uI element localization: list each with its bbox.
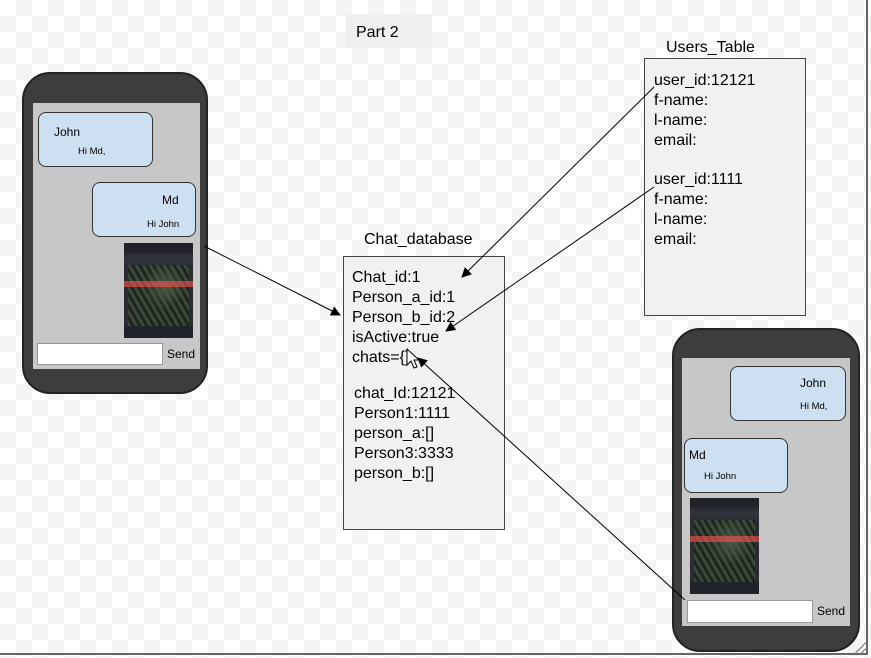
user-record-1-email: email:	[654, 132, 697, 149]
arrow-phone-right-to-chats[interactable]	[417, 357, 686, 601]
phone-left-bubble-md[interactable]: Md Hi John	[92, 182, 196, 237]
cursor-icon	[406, 347, 421, 369]
bubble-sender-name: Md	[162, 193, 179, 207]
user-record-2-id: user_id:1111	[654, 171, 743, 188]
user-record-2-lname: l-name:	[654, 211, 708, 228]
chat-field-person-b-list: person_b:[]	[354, 465, 435, 482]
phone-right-bubble-md[interactable]: Md Hi John	[684, 438, 788, 493]
chat-field-chats: chats={}	[352, 349, 411, 366]
bubble-sender-name: John	[54, 125, 81, 139]
chat-field-person-b-id: Person_b_id:2	[352, 309, 456, 326]
chat-database-box[interactable]: Chat_id:1 Person_a_id:1 Person_b_id:2 is…	[343, 256, 505, 530]
chat-field-chat-id: Chat_id:1	[352, 269, 421, 286]
user-record-2-fname: f-name:	[654, 191, 709, 208]
chat-field-person1: Person1:1111	[354, 405, 451, 422]
bubble-sender-name: John	[800, 376, 827, 390]
phone-left-bubble-john[interactable]: John Hi Md,	[38, 112, 153, 167]
phone-right-image-thumbnail[interactable]	[690, 498, 759, 594]
arrow-phone-left-to-chat-db[interactable]	[203, 245, 341, 316]
bubble-message: Hi John	[147, 219, 180, 230]
chat-field-person-a-id: Person_a_id:1	[352, 289, 456, 306]
user-record-1-lname: l-name:	[654, 112, 708, 129]
phone-left-image-thumbnail[interactable]	[124, 243, 193, 338]
chat-field-chat-id-2: chat_Id:12121	[354, 385, 456, 402]
phone-right-message-input[interactable]	[687, 600, 813, 623]
chat-field-is-active: isActive:true	[352, 329, 440, 346]
user-record-1-id: user_id:12121	[654, 72, 756, 89]
phone-right-bubble-john[interactable]: John Hi Md,	[730, 366, 846, 421]
user-record-2-email: email:	[654, 231, 697, 248]
bubble-message: Hi John	[704, 471, 737, 482]
resize-grip-icon[interactable]	[855, 642, 867, 654]
users-table-title[interactable]: Users_Table	[666, 39, 755, 56]
arrow-user-12121-to-chat-id[interactable]	[461, 86, 655, 278]
phone-left-message-input[interactable]	[37, 343, 163, 365]
bubble-message: Hi Md,	[800, 401, 828, 412]
arrow-user-1111-to-person-b[interactable]	[445, 186, 655, 332]
chat-field-person-a-list: person_a:[]	[354, 425, 435, 442]
chat-database-title[interactable]: Chat_database	[364, 231, 473, 248]
bubble-sender-name: Md	[689, 448, 706, 462]
users-table-box[interactable]: user_id:12121 f-name: l-name: email: use…	[644, 58, 806, 316]
chat-field-person3: Person3:3333	[354, 445, 454, 462]
part-title[interactable]: Part 2	[346, 14, 432, 48]
phone-left-send-button[interactable]: Send	[167, 347, 196, 361]
phone-right-send-button[interactable]: Send	[817, 604, 846, 618]
user-record-1-fname: f-name:	[654, 92, 709, 109]
bubble-message: Hi Md,	[78, 146, 106, 157]
